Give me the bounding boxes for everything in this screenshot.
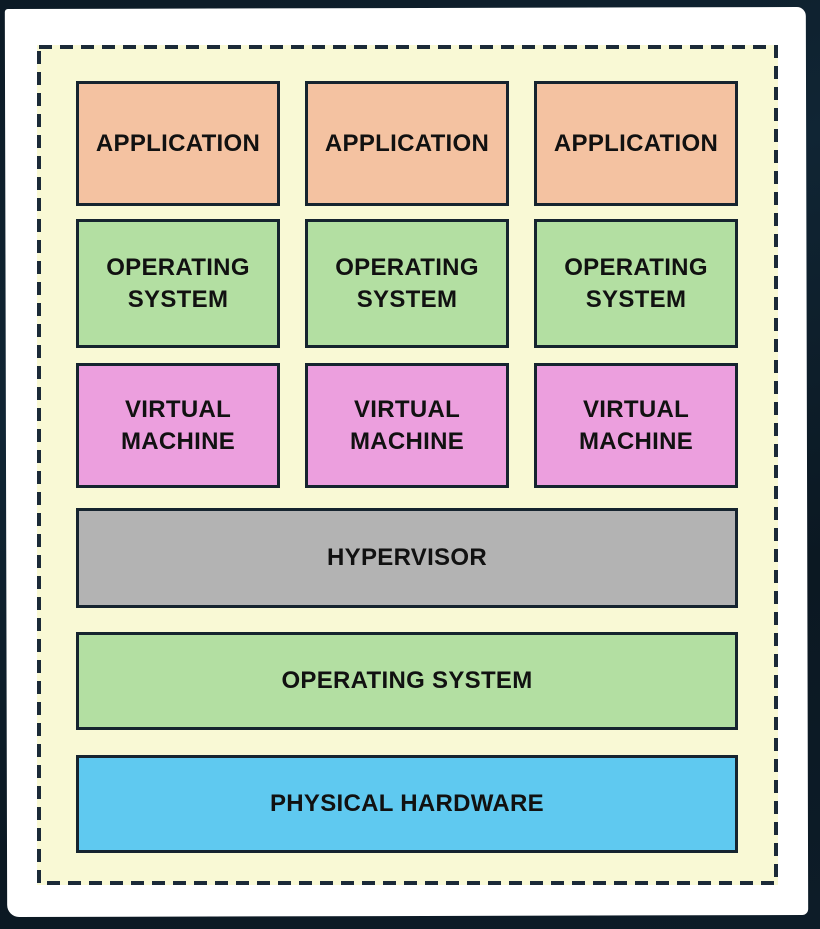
application-box-1: APPLICATION — [76, 81, 280, 206]
guest-os-label: OPERATING SYSTEM — [335, 253, 479, 313]
application-label: APPLICATION — [95, 129, 261, 157]
physical-hardware-label: PHYSICAL HARDWARE — [269, 790, 544, 818]
guest-os-row: OPERATING SYSTEM OPERATING SYSTEM OPERAT… — [76, 219, 738, 348]
virtual-machine-box-3: VIRTUAL MACHINE — [534, 363, 738, 488]
application-label: APPLICATION — [553, 129, 719, 157]
host-os-label: OPERATING SYSTEM — [281, 667, 533, 695]
virtual-machine-label: VIRTUAL MACHINE — [578, 395, 694, 455]
diagram-content: APPLICATION APPLICATION APPLICATION OPER… — [37, 45, 778, 853]
physical-hardware-box: PHYSICAL HARDWARE — [76, 755, 738, 853]
diagram-canvas: APPLICATION APPLICATION APPLICATION OPER… — [37, 45, 778, 885]
application-row: APPLICATION APPLICATION APPLICATION — [76, 81, 738, 206]
guest-os-label: OPERATING SYSTEM — [106, 253, 250, 313]
guest-os-box-3: OPERATING SYSTEM — [534, 219, 738, 348]
virtual-machine-label: VIRTUAL MACHINE — [120, 395, 236, 455]
guest-os-label: OPERATING SYSTEM — [564, 253, 708, 313]
virtual-machine-box-2: VIRTUAL MACHINE — [305, 363, 509, 488]
guest-os-box-2: OPERATING SYSTEM — [305, 219, 509, 348]
virtual-machine-box-1: VIRTUAL MACHINE — [76, 363, 280, 488]
guest-os-box-1: OPERATING SYSTEM — [76, 219, 280, 348]
application-box-2: APPLICATION — [305, 81, 509, 206]
virtual-machine-label: VIRTUAL MACHINE — [349, 395, 465, 455]
application-label: APPLICATION — [324, 129, 490, 157]
virtual-machine-row: VIRTUAL MACHINE VIRTUAL MACHINE VIRTUAL … — [76, 363, 738, 488]
hypervisor-box: HYPERVISOR — [76, 508, 738, 608]
hypervisor-label: HYPERVISOR — [327, 544, 487, 572]
application-box-3: APPLICATION — [534, 81, 738, 206]
host-os-box: OPERATING SYSTEM — [76, 632, 738, 730]
